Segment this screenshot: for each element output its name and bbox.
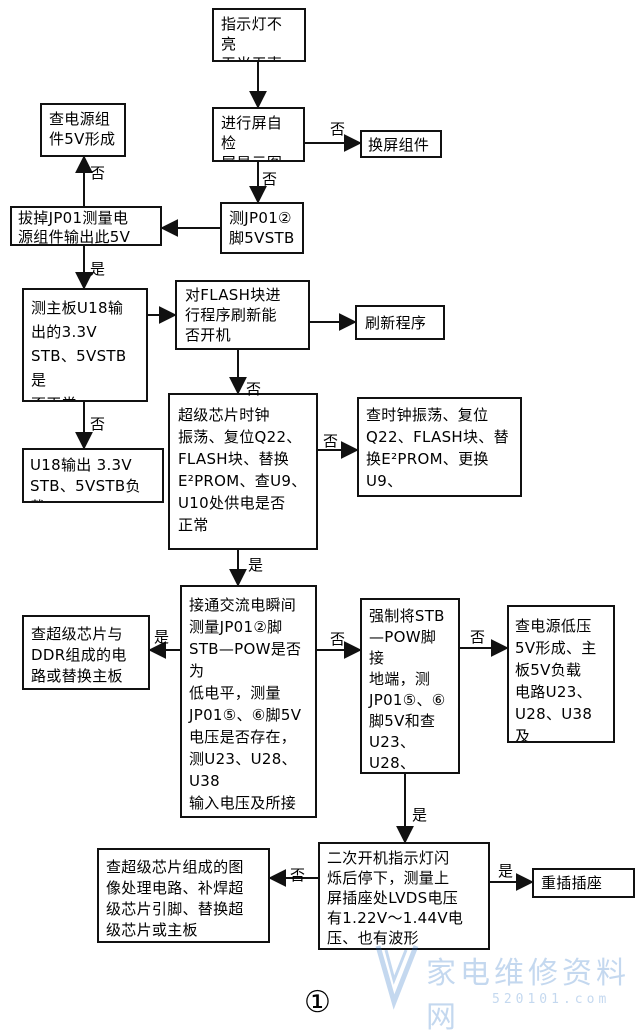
label-n11-n12: 否: [323, 432, 339, 450]
node-replace-screen: 换屏组件: [360, 130, 442, 158]
figure-number: ①: [304, 985, 331, 1020]
label-n18-n17: 否: [290, 866, 306, 884]
node-check-chip-ddr: 查超级芯片与 DDR组成的电 路或替换主板: [22, 615, 150, 690]
node-chip-clock-reset: 超级芯片时钟 振荡、复位Q22、 FLASH块、替换 E²PROM、查U9、 U…: [168, 393, 318, 550]
node-check-psu-low-voltage: 查电源低压 5V形成、主 板5V负载 电路U23、 U28、U38及 负载: [507, 605, 615, 743]
label-n2-n3: 否: [330, 120, 346, 138]
node-ac-power-on-measure: 接通交流电瞬间 测量JP01②脚 STB—POW是否为 低电平，测量 JP01⑤…: [180, 585, 317, 818]
node-unplug-jp01: 拔掉JP01测量电 源组件输出此5V: [10, 206, 162, 246]
watermark: 家电维修资料网 520101.com: [372, 940, 644, 1035]
label-n5-n4: 否: [90, 164, 106, 182]
node-u18-load: U18输出 3.3V STB、5VSTB负载: [22, 448, 164, 503]
node-check-image-processing: 查超级芯片组成的图 像处理电路、补焊超 级芯片引脚、替换超 级芯片或主板: [97, 848, 270, 943]
node-no-light-no-picture: 指示灯不亮 无光无声: [212, 8, 306, 62]
label-n5-n7: 是: [90, 260, 106, 278]
label-n18-n19: 是: [498, 862, 514, 880]
node-u18-output: 测主板U18输 出的3.3V STB、5VSTB是 否正常: [22, 288, 148, 402]
label-n14-n15: 否: [330, 630, 346, 648]
node-second-power-on-lvds: 二次开机指示灯闪 烁后停下，测量上 屏插座处LVDS电压 有1.22V～1.44…: [318, 842, 490, 950]
watermark-logo-icon: [375, 945, 419, 1010]
node-check-clock-reset: 查时钟振荡、复位 Q22、FLASH块、替 换E²PROM、更换U9、 U10排…: [357, 397, 522, 497]
label-n15-n18: 是: [412, 806, 428, 824]
label-n11-n14: 是: [248, 556, 264, 574]
node-replug-j11: 重插插座J11: [532, 868, 635, 898]
node-screen-self-test: 进行屏自检 屏显示图像: [212, 107, 305, 162]
node-check-psu-5v: 查电源组 件5V形成: [40, 103, 126, 157]
node-force-stb-pow: 强制将STB —POW脚接 地端，测 JP01⑤、⑥ 脚5V和查 U23、U28…: [360, 598, 460, 774]
node-measure-jp01-pin2: 测JP01② 脚5VSTB: [220, 202, 304, 254]
node-refresh-program: 刷新程序: [355, 305, 445, 340]
label-n15-n16: 否: [470, 628, 486, 646]
watermark-url: 520101.com: [492, 992, 611, 1007]
node-flash-refresh: 对FLASH块进 行程序刷新能 否开机: [175, 280, 310, 350]
label-n14-n13: 是: [154, 628, 170, 646]
label-n2-n6: 否: [262, 170, 278, 188]
label-n8-n11: 否: [246, 380, 262, 398]
label-n7-n10: 否: [90, 415, 106, 433]
